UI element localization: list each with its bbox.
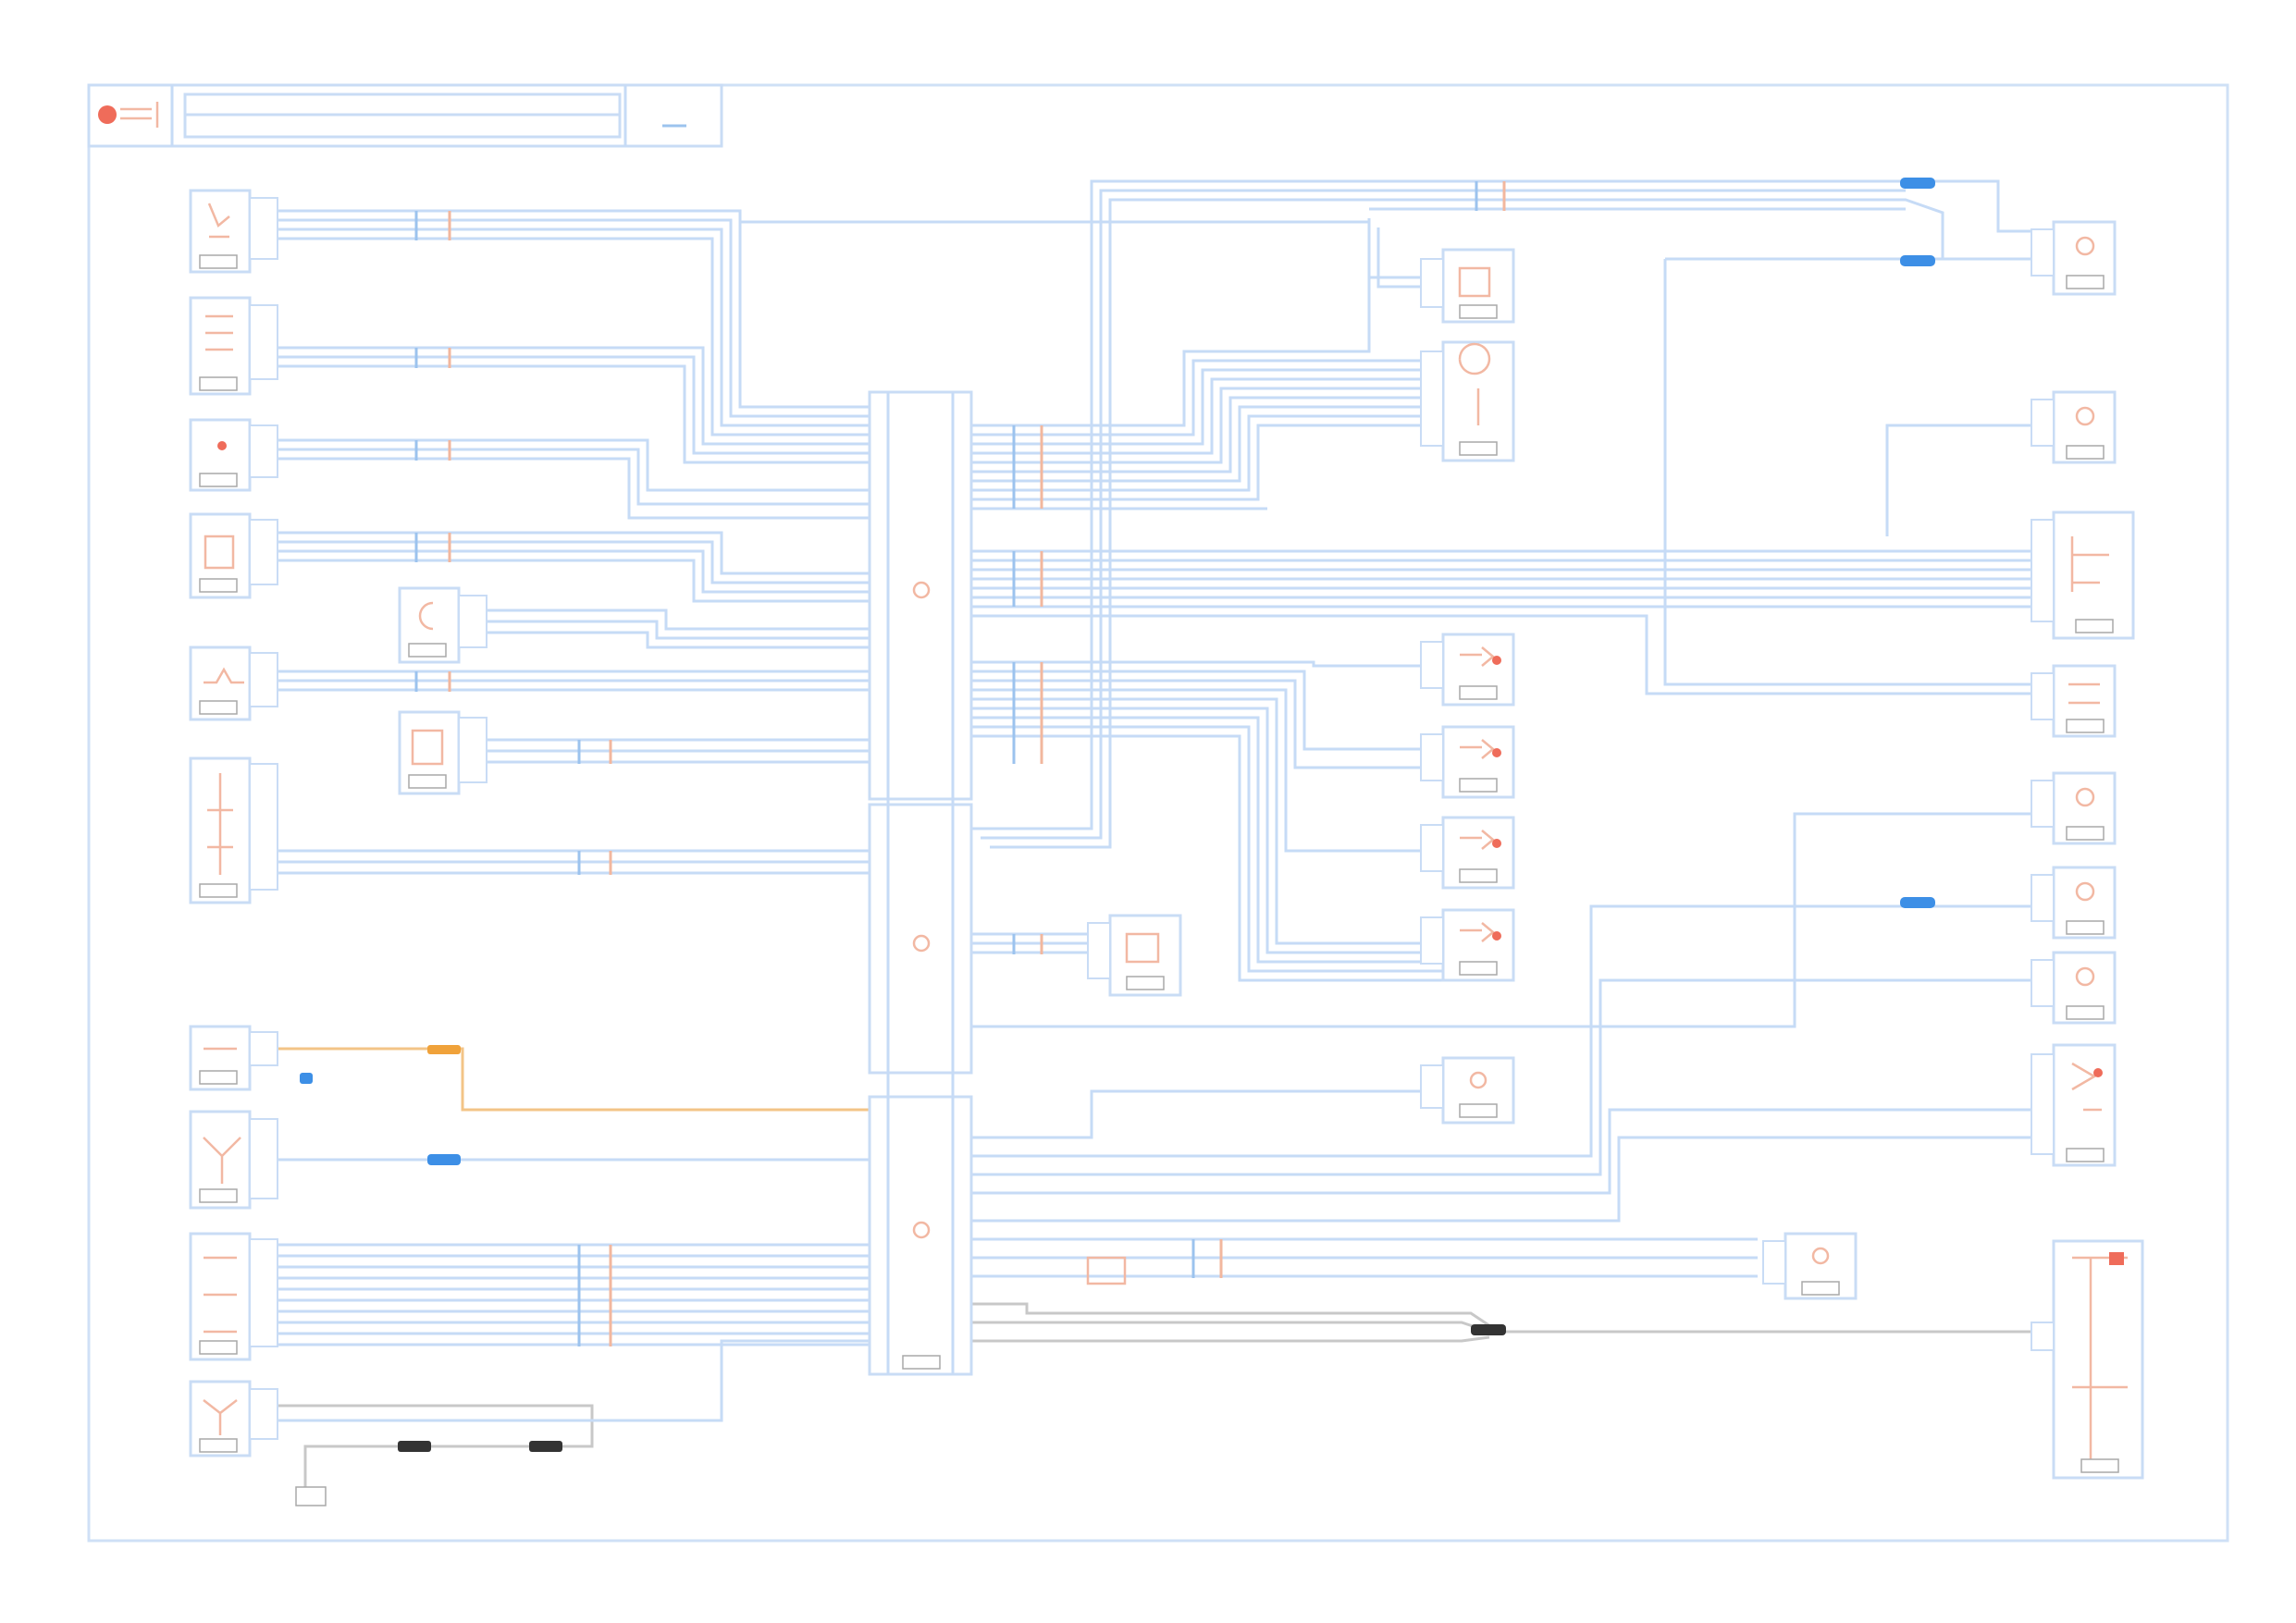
right-component-9 <box>2031 1239 2144 1480</box>
left-component-9 <box>189 1025 461 1091</box>
right-component-8 <box>2031 1043 2117 1167</box>
left-component-7 <box>398 710 488 795</box>
left-component-12 <box>189 1380 562 1506</box>
left-component-2 <box>189 296 278 396</box>
warning-icon <box>98 105 117 124</box>
wire-network <box>278 179 2035 1489</box>
connector-markers <box>1471 178 1935 1335</box>
right-component-6 <box>2031 866 2117 940</box>
mid-component-6 <box>1420 908 1515 982</box>
mid-component-8 <box>1420 1056 1515 1125</box>
left-component-11 <box>189 1232 278 1361</box>
left-component-5 <box>398 586 488 664</box>
right-component-3 <box>2031 510 2135 640</box>
mid-component-1 <box>1420 248 1515 324</box>
right-component-5 <box>2031 771 2117 845</box>
left-component-10 <box>189 1110 461 1210</box>
diagram-frame <box>87 83 2229 1543</box>
mid-component-9 <box>1762 1232 1858 1300</box>
title-block <box>87 83 723 148</box>
mid-component-4 <box>1420 725 1515 799</box>
right-component-4 <box>2031 664 2117 738</box>
left-component-6 <box>189 646 278 721</box>
central-module <box>868 390 973 1376</box>
mid-component-3 <box>1420 633 1515 707</box>
left-component-3 <box>189 418 278 492</box>
right-component-2 <box>2031 390 2117 464</box>
right-component-7 <box>2031 951 2117 1025</box>
wire-ticks <box>414 181 1506 1346</box>
mid-component-2 <box>1420 340 1515 462</box>
mid-component-5 <box>1420 816 1515 890</box>
left-component-8 <box>189 756 278 904</box>
left-component-1 <box>189 189 278 274</box>
mid-component-7 <box>1087 914 1182 997</box>
relay-symbol <box>1086 1256 1127 1285</box>
right-component-1 <box>2031 220 2117 296</box>
left-component-4 <box>189 512 278 599</box>
